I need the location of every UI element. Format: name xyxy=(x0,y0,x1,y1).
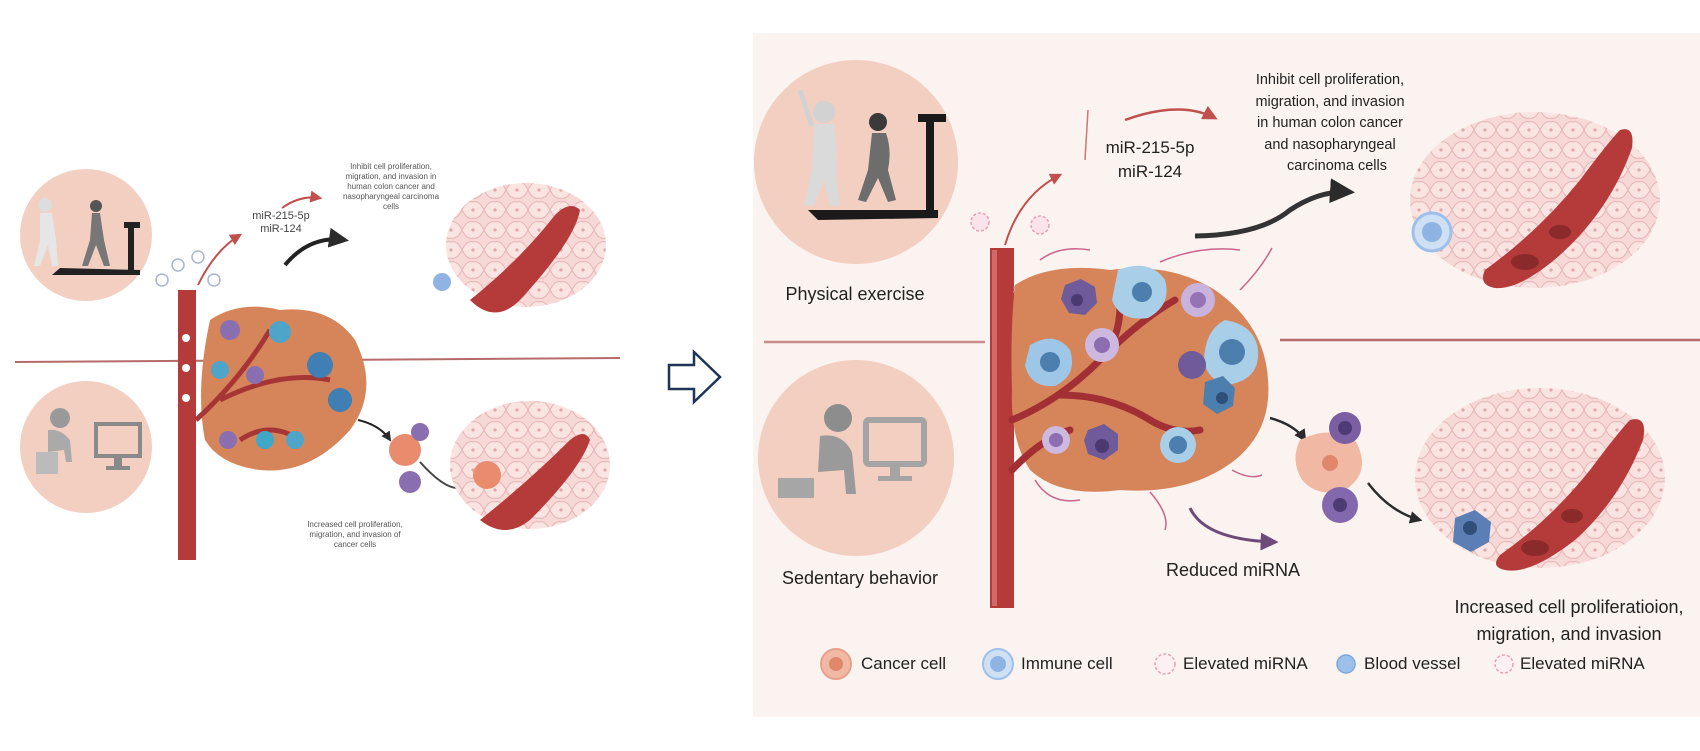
legend-blood-vessel: Blood vessel xyxy=(1364,654,1461,673)
left-top-vessel xyxy=(470,206,580,313)
legend-cancer-cell: Cancer cell xyxy=(861,654,947,673)
left-mirna-dots xyxy=(155,250,221,402)
mirna-target-arrow xyxy=(1124,105,1218,122)
sedentary-circle xyxy=(758,360,954,556)
left-sedentary-icon xyxy=(36,408,142,474)
exercise-label: Physical exercise xyxy=(785,284,925,304)
left-top-immune xyxy=(433,273,451,291)
legend-elevated-mirna-1: Elevated miRNA xyxy=(1183,654,1308,673)
inhibit-caption: Inhibit cell proliferation, migration, a… xyxy=(1255,72,1405,174)
bottom-vessel xyxy=(1496,419,1645,571)
left-inhibit-arrow xyxy=(283,227,349,267)
legend-immune-cell: Immune cell xyxy=(1021,654,1113,673)
left-panel xyxy=(14,169,621,560)
left-exercise-circle xyxy=(20,169,152,301)
migrating-cells xyxy=(1295,412,1363,523)
left-spread-arrow xyxy=(357,419,392,442)
mirna-release-arrow xyxy=(1004,173,1063,246)
left-immune-cells xyxy=(211,320,352,449)
left-top-caption: Inhibit cell proliferation, migration, a… xyxy=(342,162,440,211)
treadmill-icon xyxy=(797,89,946,220)
sedentary-label: Sedentary behavior xyxy=(781,568,939,588)
right-panel xyxy=(753,33,1700,717)
left-tumor-mass xyxy=(201,306,367,471)
left-migrating-cells xyxy=(389,423,429,493)
top-vessel xyxy=(1482,129,1633,289)
left-mirna-label: miR-215-5p miR-124 xyxy=(252,210,310,235)
left-mirna-arrow xyxy=(197,233,243,286)
sedentary-icon xyxy=(778,404,927,498)
reduced-mirna-arrow xyxy=(1188,507,1279,551)
reduced-mirna-label: Reduced miRNA xyxy=(1165,560,1301,580)
left-vessel-trunk xyxy=(178,290,196,560)
tumor-immune-cells xyxy=(1025,265,1259,463)
inhibit-arrow xyxy=(1194,178,1355,239)
mirna-label: miR-215-5p miR-124 xyxy=(1105,138,1195,181)
left-treadmill-icon xyxy=(34,198,140,275)
transform-arrow-icon xyxy=(667,349,722,405)
tumor-mass xyxy=(1011,267,1269,492)
tumor-tendrils xyxy=(1034,247,1273,531)
left-bottom-cancer-cell xyxy=(473,461,501,489)
invasion-arrow xyxy=(1367,482,1423,524)
legend-swatches xyxy=(820,648,1514,680)
spread-arrow xyxy=(1269,416,1307,443)
left-bottom-vessel xyxy=(480,434,590,530)
left-sedentary-circle xyxy=(20,381,152,513)
left-bottom-caption: Increased cell proliferation, migration,… xyxy=(307,520,403,549)
increased-caption: Increased cell proliferatioion, migratio… xyxy=(1454,597,1684,644)
top-tissue xyxy=(1410,112,1660,288)
legend-elevated-mirna-2: Elevated miRNA xyxy=(1520,654,1645,673)
left-mirna-arrow-2 xyxy=(281,190,323,209)
left-bottom-tissue xyxy=(450,401,610,529)
